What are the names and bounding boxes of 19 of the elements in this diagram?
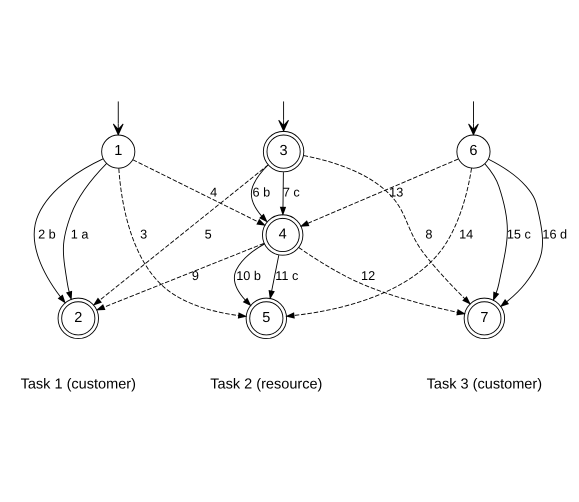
edge-label: 8 <box>425 226 432 242</box>
edge-label: 13 <box>389 184 404 200</box>
edge-label: 6 b <box>252 184 270 200</box>
edge-label: 10 b <box>236 268 261 284</box>
edge-label: 4 <box>210 184 218 200</box>
edge-label: 14 <box>459 226 474 242</box>
edge-label: 5 <box>204 226 212 242</box>
edge-label: 15 c <box>506 226 531 242</box>
edge-label: 9 <box>192 268 200 284</box>
node-label: Task 2 (resource) <box>210 376 322 392</box>
edge-label: 11 c <box>275 268 298 284</box>
edge-label: 1 a <box>70 226 88 242</box>
edge-label: 3 <box>140 226 148 242</box>
edge-label: 12 <box>361 268 376 284</box>
edge-label: 7 c <box>282 184 300 200</box>
edge-label: 2 b <box>38 226 56 242</box>
node-label: Task 1 (customer) <box>20 376 136 392</box>
edge-label: 16 d <box>542 226 568 242</box>
node-label: Task 3 (customer) <box>426 376 542 392</box>
